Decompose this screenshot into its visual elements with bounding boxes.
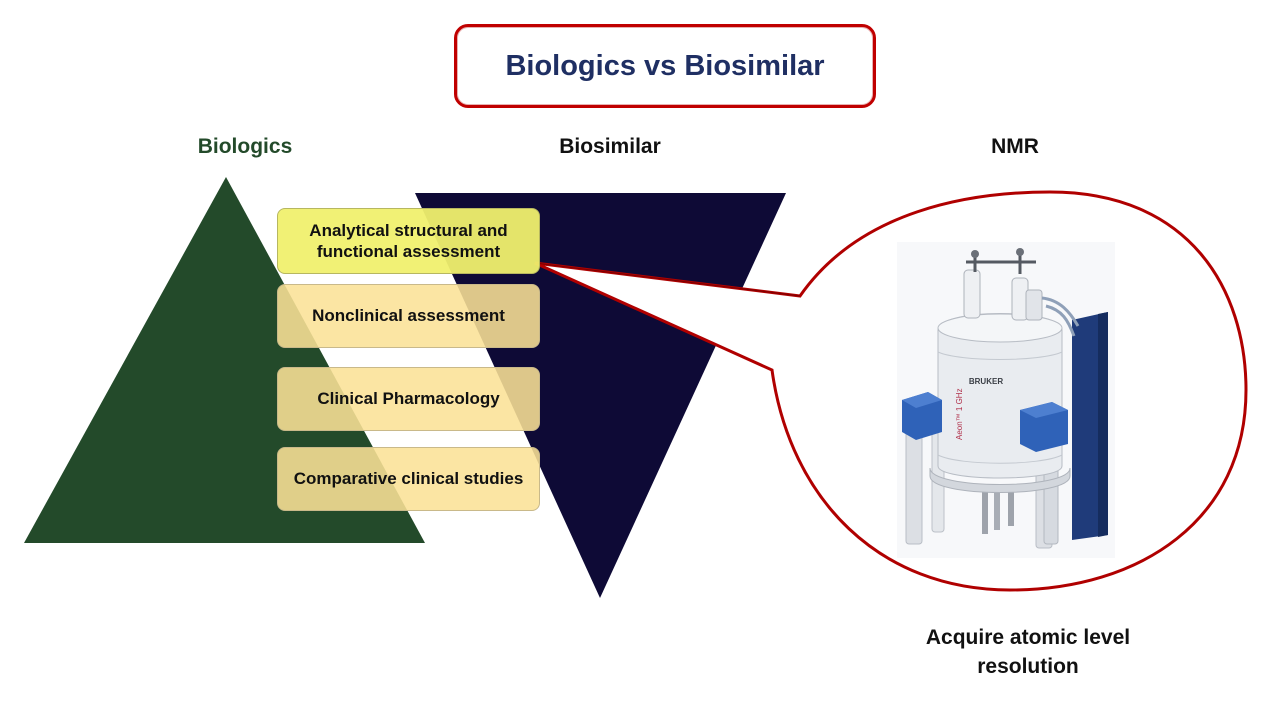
nmr-model-label: Aeon™ 1 GHz (955, 388, 964, 440)
nmr-caption: Acquire atomic level resolution (925, 626, 1131, 679)
step-analytical-assessment: Analytical structural and functional ass… (277, 208, 540, 274)
step-clinical-pharmacology: Clinical Pharmacology (277, 367, 540, 431)
diagram-title: Biologics vs Biosimilar (505, 49, 825, 82)
step-nonclinical-assessment: Nonclinical assessment (277, 284, 540, 348)
nmr-brand-label: BRUKER (969, 377, 1003, 386)
step-comparative-clinical-studies: Comparative clinical studies (277, 447, 540, 511)
nmr-callout-pointer-highlight (534, 262, 801, 297)
biologics-heading: Biologics (197, 135, 293, 158)
nmr-heading: NMR (991, 135, 1039, 158)
title-box: Biologics vs Biosimilar (454, 24, 876, 108)
nmr-spectrometer-icon: BRUKER Aeon™ 1 GHz (897, 242, 1115, 558)
biosimilar-heading: Biosimilar (559, 135, 661, 158)
